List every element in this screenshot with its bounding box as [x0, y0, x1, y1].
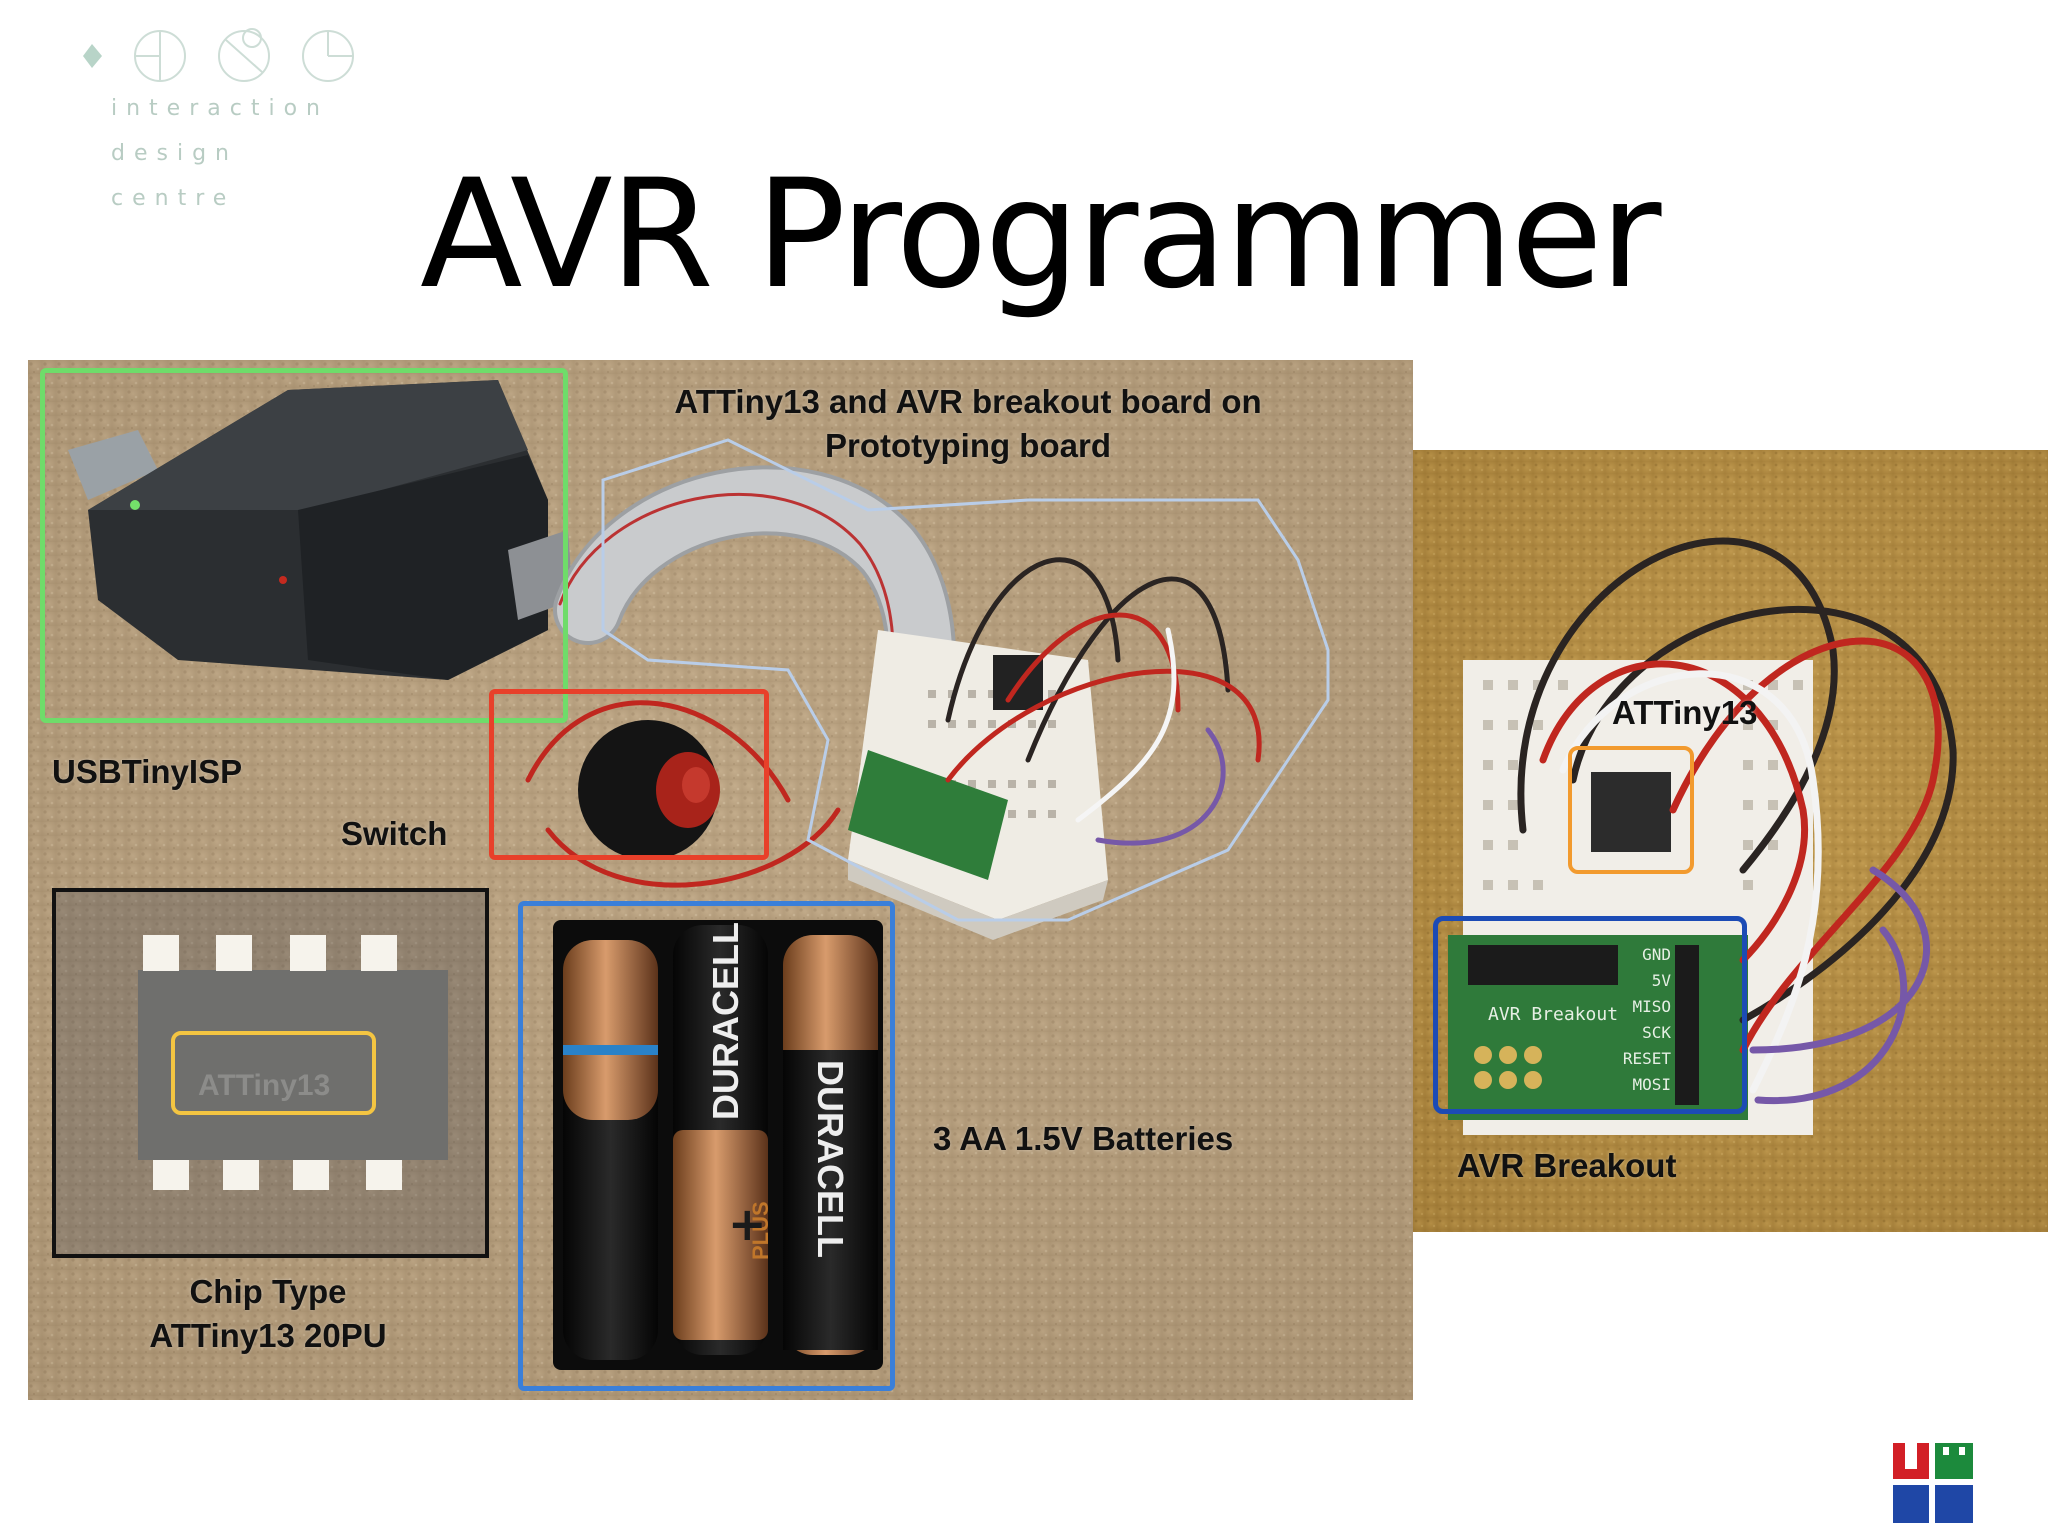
logo-line-design: design — [111, 141, 238, 166]
logo-line-interaction: interaction — [111, 96, 329, 121]
battery-brand-text-2: DURACELL — [810, 1060, 851, 1258]
pin-5v-text: 5V — [1652, 971, 1672, 990]
chip-type-box — [52, 888, 489, 1258]
pin-miso-text: MISO — [1632, 997, 1671, 1016]
board-name-text: AVR Breakout — [1488, 1004, 1618, 1025]
switch-box — [489, 689, 769, 860]
breakout-outline-path — [601, 438, 1330, 922]
avr-breakout-box — [1433, 916, 1747, 1114]
chip-marking-box — [171, 1031, 376, 1115]
switch-label: Switch — [341, 815, 448, 852]
idc-logo-icon — [83, 28, 354, 82]
pin-sck-text: SCK — [1642, 1023, 1671, 1042]
university-logo-icon — [1893, 1443, 1973, 1523]
pin-reset-text: RESET — [1623, 1049, 1672, 1068]
avr-breakout-label: AVR Breakout — [1457, 1147, 1677, 1184]
pin-gnd-text: GND — [1642, 945, 1671, 964]
battery-sub-text: PLUS — [748, 1201, 773, 1260]
logo-line-centre: centre — [111, 186, 236, 211]
batteries-label: 3 AA 1.5V Batteries — [933, 1120, 1234, 1157]
breakout-board-label: ATTiny13 and AVR breakout board on Proto… — [674, 383, 1262, 464]
chip-marking-text: ATTiny13 — [198, 1069, 330, 1102]
usbtinyisp-device-icon — [68, 380, 573, 680]
switch-icon — [578, 720, 720, 860]
pin-mosi-text: MOSI — [1632, 1075, 1671, 1094]
attiny13-box — [1568, 746, 1694, 874]
svg-text:+: + — [728, 1197, 767, 1251]
breakout-closeup-photo: AVR Breakout GND 5V MISO SCK RESET MOSI … — [1413, 450, 2048, 1232]
programmer-setup-photo: ATTiny13 DURACELL DURACELL PLUS + USBTin… — [28, 360, 1413, 1400]
slide-title: AVR Programmer — [420, 148, 1662, 322]
chip-type-label: Chip Type ATTiny13 20PU — [149, 1273, 387, 1354]
attiny13-label: ATTiny13 — [1612, 694, 1758, 731]
usbtinyisp-label: USBTinyISP — [52, 753, 243, 790]
battery-brand-text-1: DURACELL — [705, 922, 746, 1120]
batteries-box — [518, 901, 895, 1391]
usbtinyisp-box — [40, 368, 568, 723]
battery-holder-icon: DURACELL DURACELL PLUS + — [553, 920, 883, 1370]
